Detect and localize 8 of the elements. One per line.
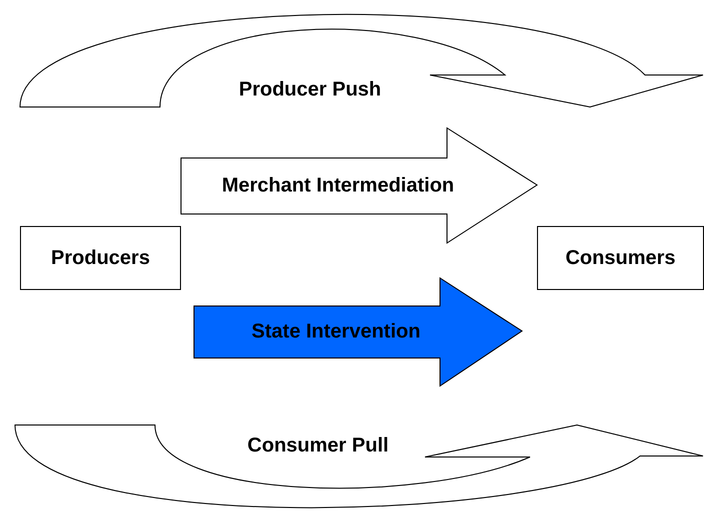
entity-box: Consumers xyxy=(537,226,704,290)
edge-label: State Intervention xyxy=(250,320,422,344)
block-arrow xyxy=(180,127,538,244)
block-arrow xyxy=(14,424,704,508)
block-arrow xyxy=(194,277,523,387)
entity-box: Producers xyxy=(20,226,181,290)
edge-label: Merchant Intermediation xyxy=(220,174,456,198)
block-arrow xyxy=(20,14,704,108)
